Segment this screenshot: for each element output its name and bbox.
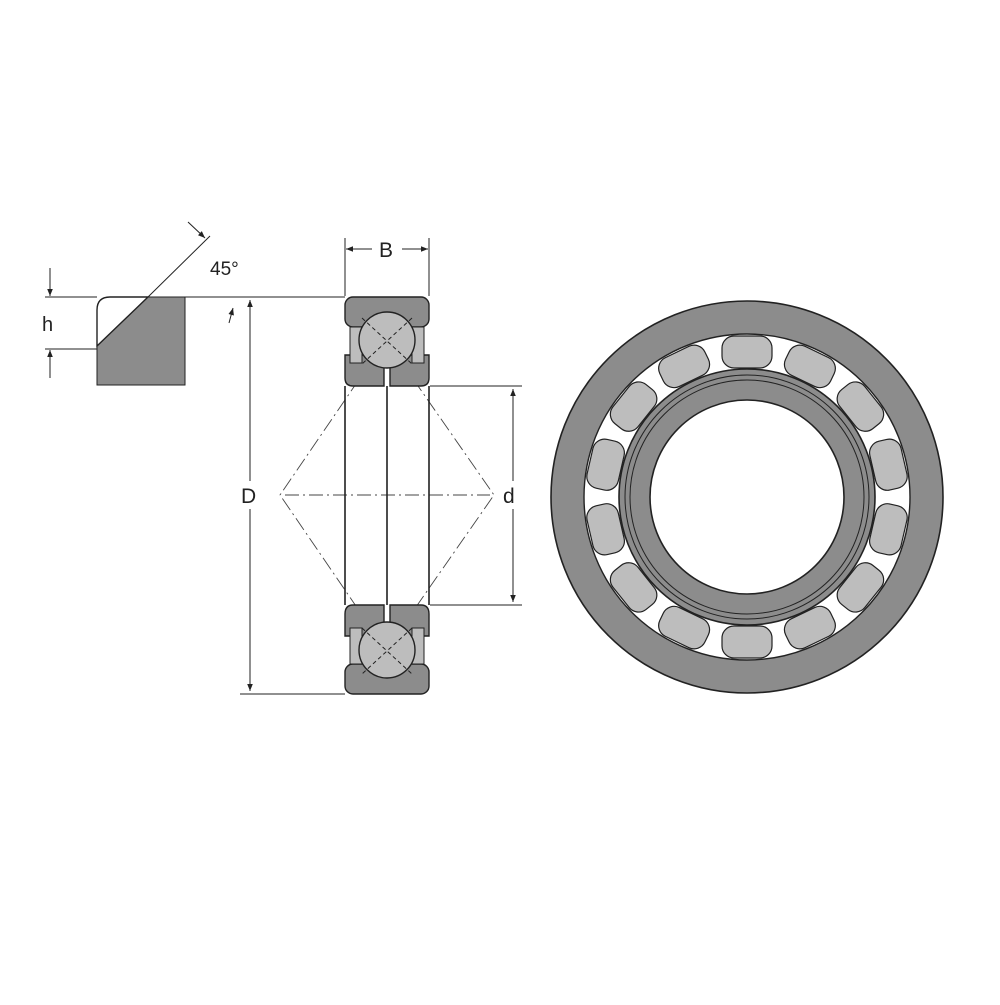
front-rolling-element — [836, 562, 885, 613]
chamfer-detail: 45° h — [42, 221, 239, 386]
front-rolling-elements — [586, 335, 908, 659]
chamfer-rounded-corner — [96, 296, 150, 348]
chamfer-height-label: h — [42, 314, 53, 336]
front-rolling-element — [658, 605, 711, 650]
chamfer-angle-label: 45° — [210, 259, 239, 280]
upper-ball — [358, 311, 416, 369]
front-rolling-element — [586, 438, 626, 491]
upper-section — [344, 296, 430, 387]
outer-diameter-label-bg — [240, 481, 264, 509]
front-rolling-element — [868, 438, 908, 491]
chamfer-45-arrow-lower — [228, 307, 234, 324]
bore-diameter-label-bg — [502, 481, 524, 509]
front-rolling-element — [836, 381, 885, 432]
side-view: D d B — [185, 238, 524, 695]
front-rolling-element — [783, 344, 836, 389]
bore-diameter-label: d — [503, 485, 515, 508]
front-rolling-element — [586, 503, 626, 556]
front-inner-ring-shoulder-2 — [629, 379, 865, 615]
upper-contact-line-b — [361, 317, 413, 365]
chamfer-section — [96, 296, 186, 386]
width-label: B — [379, 239, 393, 262]
lower-ball — [358, 621, 416, 679]
front-rolling-element — [868, 503, 908, 556]
front-rolling-element — [721, 625, 773, 659]
lower-contact-line-a — [361, 627, 413, 675]
front-rolling-element — [609, 562, 658, 613]
contact-angle-line-left — [279, 339, 387, 651]
front-view — [550, 300, 944, 694]
upper-contact-line-a — [361, 317, 413, 365]
front-rolling-element — [609, 381, 658, 432]
lower-contact-line-b — [361, 627, 413, 675]
front-rolling-element — [721, 335, 773, 369]
outer-diameter-label: D — [241, 485, 256, 508]
front-bore — [649, 399, 845, 595]
contact-angle-line-right — [385, 339, 495, 651]
lower-section — [344, 604, 430, 695]
front-rolling-element — [783, 605, 836, 650]
front-inner-ring-shoulder — [624, 374, 870, 620]
front-rolling-element — [658, 344, 711, 389]
chamfer-45-line — [147, 235, 211, 298]
chamfer-45-arrow — [187, 221, 206, 239]
